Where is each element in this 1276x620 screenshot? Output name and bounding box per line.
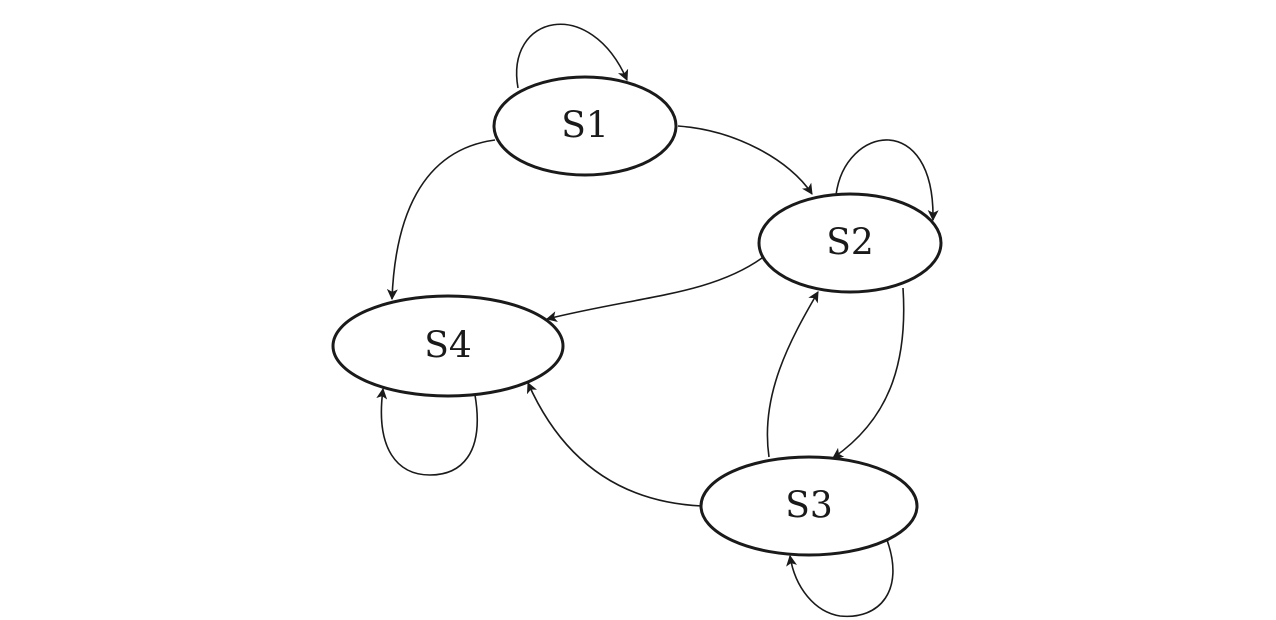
edge-s4-s4-self-loop	[376, 387, 479, 476]
node-s2-shape	[757, 192, 943, 294]
node-s3-shape	[699, 455, 919, 557]
node-s4-shape	[331, 294, 565, 398]
edge-s2-s2-self-loop	[835, 139, 939, 222]
edge-s1-s1-self-loop	[515, 23, 629, 89]
edge-s1-to-s2	[677, 125, 813, 195]
node-s3-label: S3	[785, 486, 833, 527]
edge-s1-to-s4	[386, 139, 496, 301]
edge-s3-to-s2	[766, 291, 819, 458]
edges	[376, 23, 939, 618]
edge-s3-to-s4	[526, 381, 703, 507]
node-s1-shape	[492, 75, 678, 177]
node-s2-label: S2	[826, 223, 874, 264]
node-s4-label: S4	[424, 326, 472, 367]
node-s4: S4	[331, 294, 565, 398]
node-s2: S2	[757, 192, 943, 294]
node-s3: S3	[699, 455, 919, 557]
edge-s2-to-s3	[832, 287, 905, 459]
edge-s2-to-s4	[545, 257, 763, 322]
edge-s3-s3-self-loop	[786, 539, 894, 618]
node-s1-label: S1	[561, 106, 609, 147]
node-s1: S1	[492, 75, 678, 177]
